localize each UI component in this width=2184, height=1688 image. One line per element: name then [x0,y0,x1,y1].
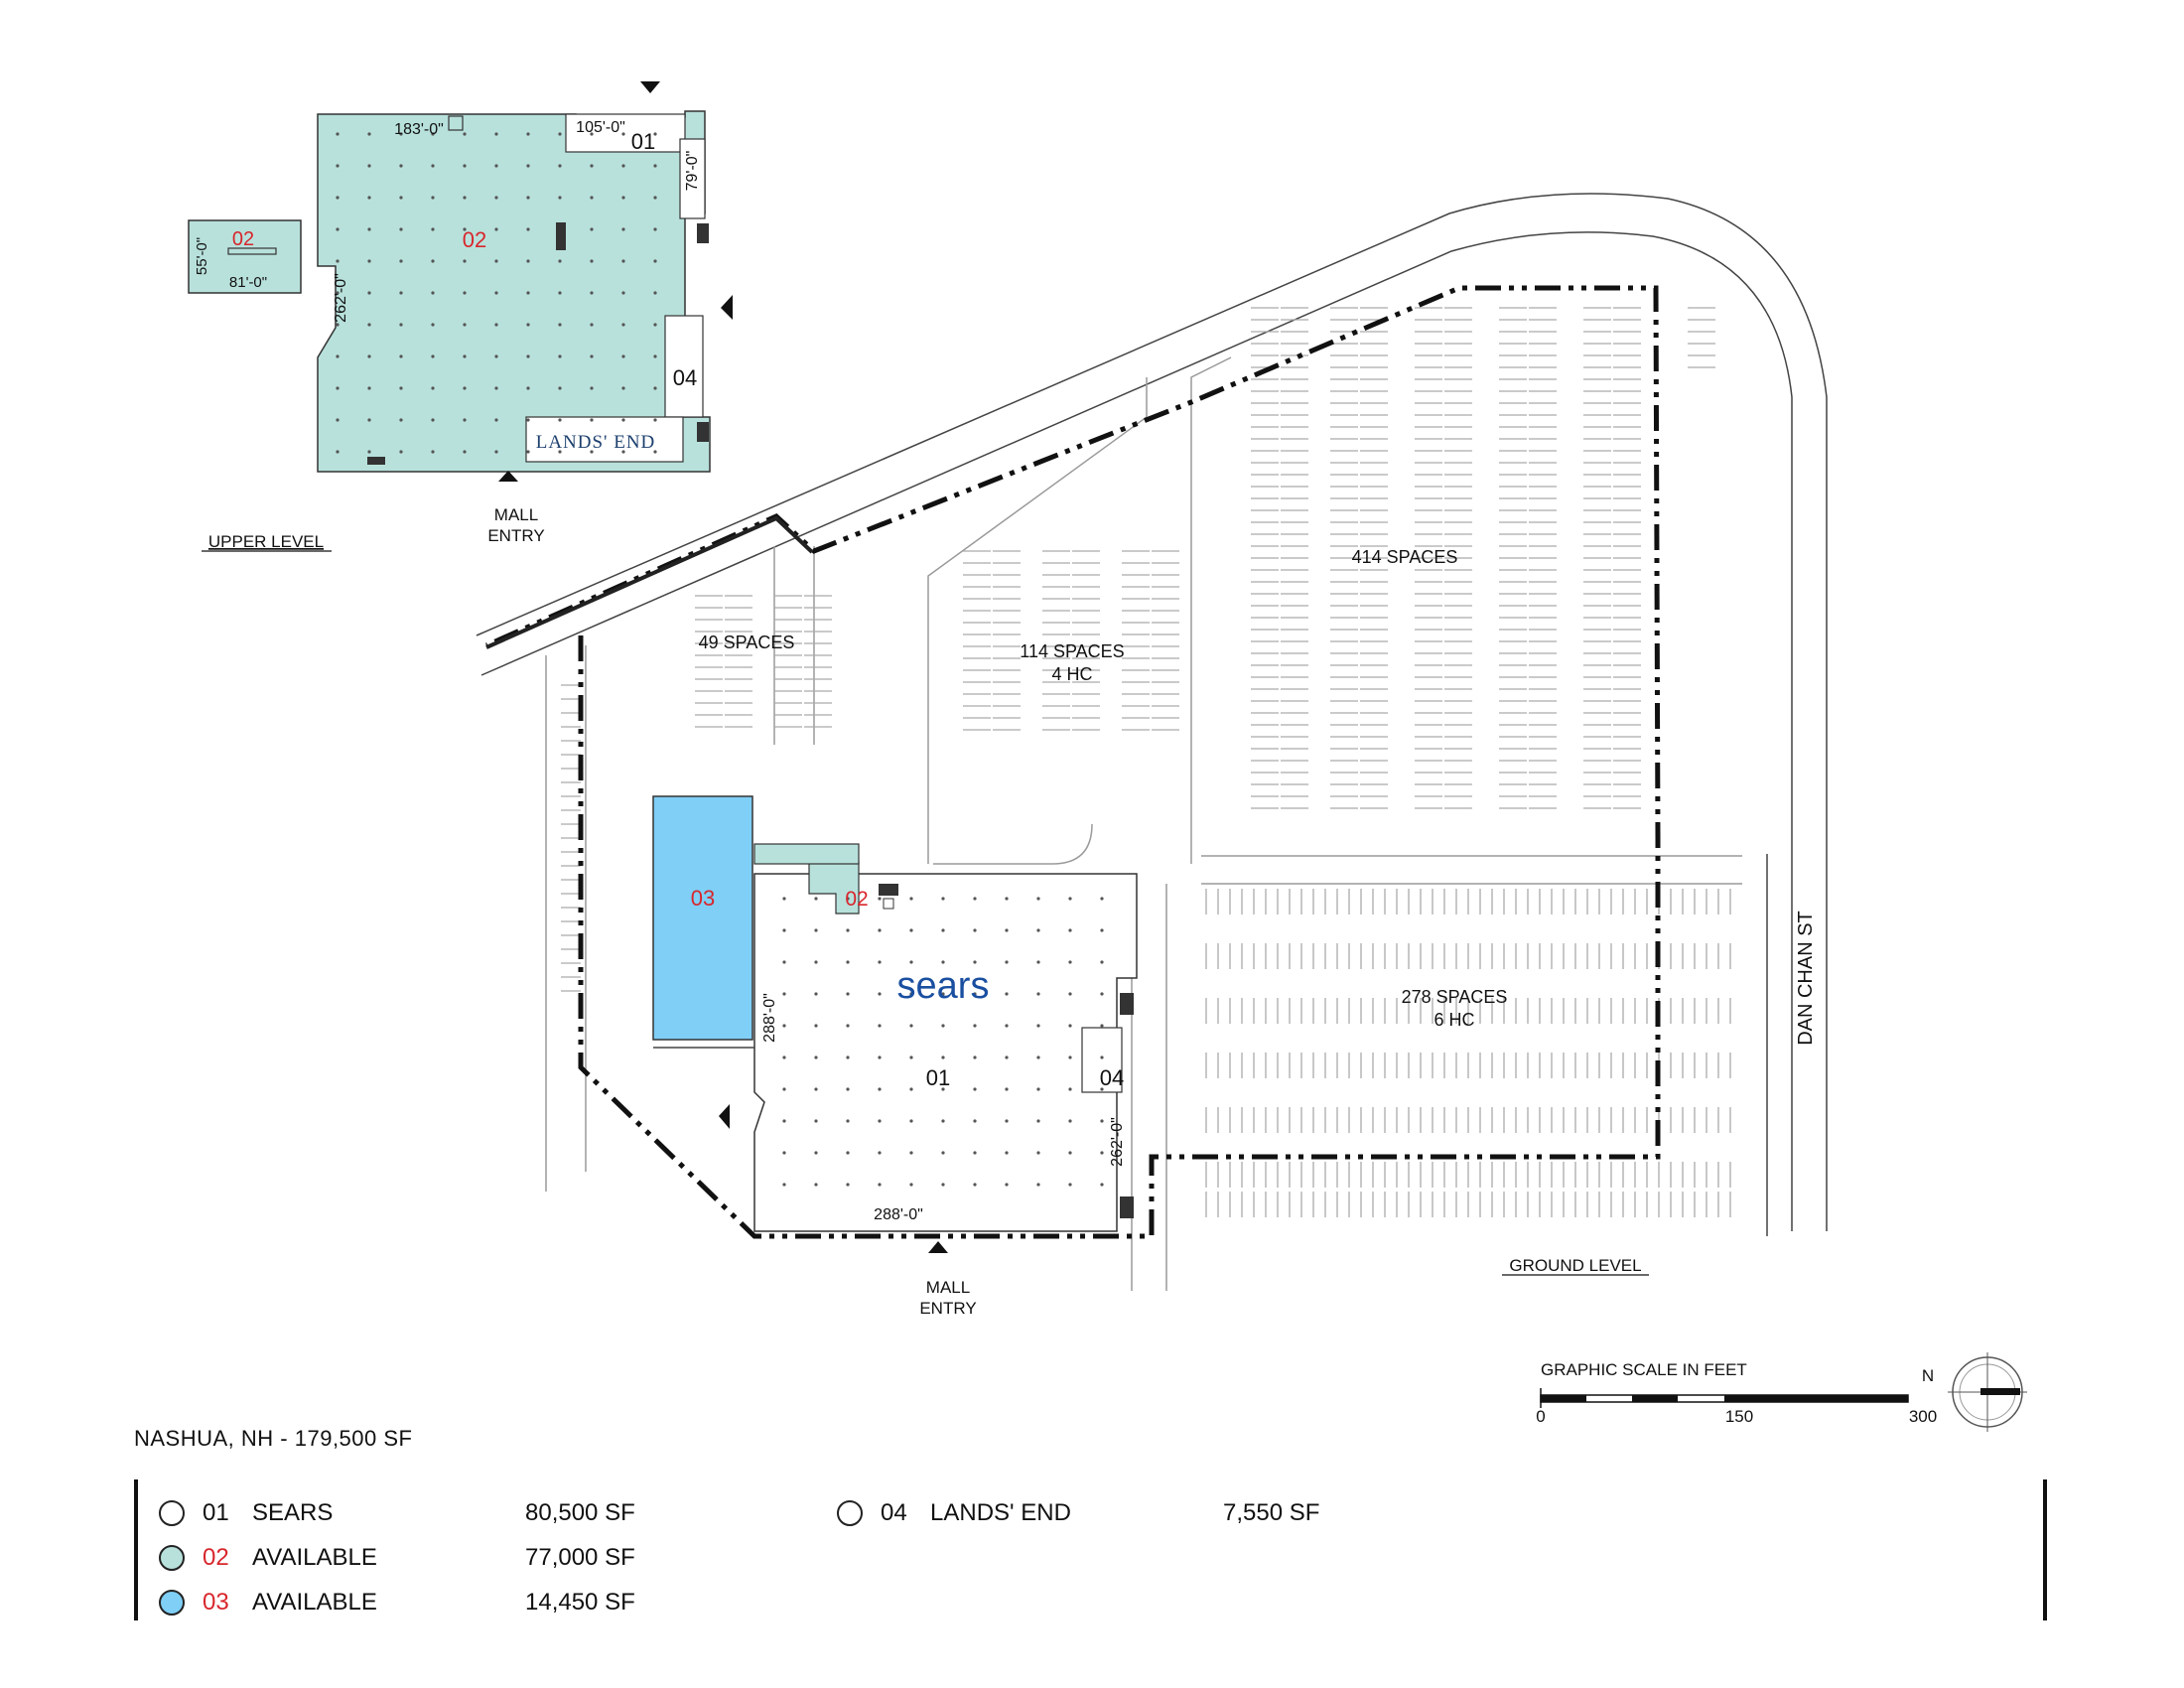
upper-dim-81: 81'-0" [229,274,267,291]
ground-unit-04 [1081,1027,1123,1093]
street-dan-chan-st: DAN CHAN ST [1795,911,1817,1046]
parking-114-hc: 4 HC [1051,664,1092,684]
ground-level-building: 03 02 01 04 sears 288'-0" 288'-0" 262'-0… [652,795,1817,1318]
upper-small-unit-02-label: 02 [232,228,254,250]
upper-mall-entry-arrow [498,471,518,482]
ground-dim-288-vertical: 288'-0" [761,993,778,1043]
scale-tick-300: 300 [1909,1407,1937,1426]
parking-278-hc: 6 HC [1433,1010,1474,1030]
sears-logo: sears [897,965,990,1007]
upper-lands-end-box [525,416,684,463]
ground-mall-entry-line2: ENTRY [919,1299,976,1318]
upper-lands-end-logo: LANDS' END [536,432,656,453]
upper-dim-262: 262'-0" [333,273,349,323]
upper-small-unit-02 [188,219,302,294]
ground-unit-03 [652,795,753,1041]
graphic-scale: GRAPHIC SCALE IN FEET 0 150 300 N [1536,1352,2027,1432]
upper-mall-entry-line1: MALL [494,505,538,524]
ground-entry-arrow-west [719,1104,730,1129]
parking-278-spaces: 278 SPACES [1402,987,1508,1007]
upper-dim-79: 79'-0" [684,151,701,192]
parking-414-spaces: 414 SPACES [1352,547,1458,567]
upper-dim-183: 183'-0" [394,121,444,138]
ground-mall-entry-arrow [928,1241,948,1253]
ground-dim-262: 262'-0" [1109,1117,1126,1167]
scale-tick-150: 150 [1725,1407,1753,1426]
north-label: N [1922,1366,1934,1385]
scale-label: GRAPHIC SCALE IN FEET [1541,1360,1747,1379]
parking-49-spaces: 49 SPACES [699,633,795,652]
parking-stalls [561,307,1731,1217]
upper-unit-04-label: 04 [673,365,697,390]
parking-114-spaces: 114 SPACES [1020,641,1124,661]
ground-dim-288-horizontal: 288'-0" [874,1206,923,1223]
ground-unit-01 [753,873,1138,1232]
scale-tick-0: 0 [1536,1407,1545,1426]
upper-level-plan: 02 02 01 04 183'-0" 105'-0" 79'-0" 262'-… [188,81,733,552]
upper-dim-55: 55'-0" [194,237,210,275]
upper-entry-arrow-east [721,295,733,320]
roads [476,193,1828,1291]
property-boundary [484,285,1661,1239]
upper-level-label: UPPER LEVEL [208,532,324,551]
ground-unit-04-label: 04 [1100,1065,1124,1090]
upper-dim-105: 105'-0" [576,119,625,136]
upper-entry-arrow-north [640,81,660,93]
parking-labels: 49 SPACES 114 SPACES 4 HC 414 SPACES 278… [699,547,1508,1030]
ground-unit-02-label: 02 [845,888,868,911]
ground-unit-03-label: 03 [691,886,715,911]
upper-unit-04 [664,315,704,418]
ground-level-label: GROUND LEVEL [1509,1256,1641,1275]
ground-mall-entry-line1: MALL [926,1278,970,1297]
upper-mall-entry-line2: ENTRY [487,526,544,545]
upper-unit-01 [565,113,686,153]
upper-unit-02-label: 02 [463,227,486,252]
ground-unit-01-label: 01 [926,1065,950,1090]
upper-unit-01-label: 01 [631,129,655,154]
